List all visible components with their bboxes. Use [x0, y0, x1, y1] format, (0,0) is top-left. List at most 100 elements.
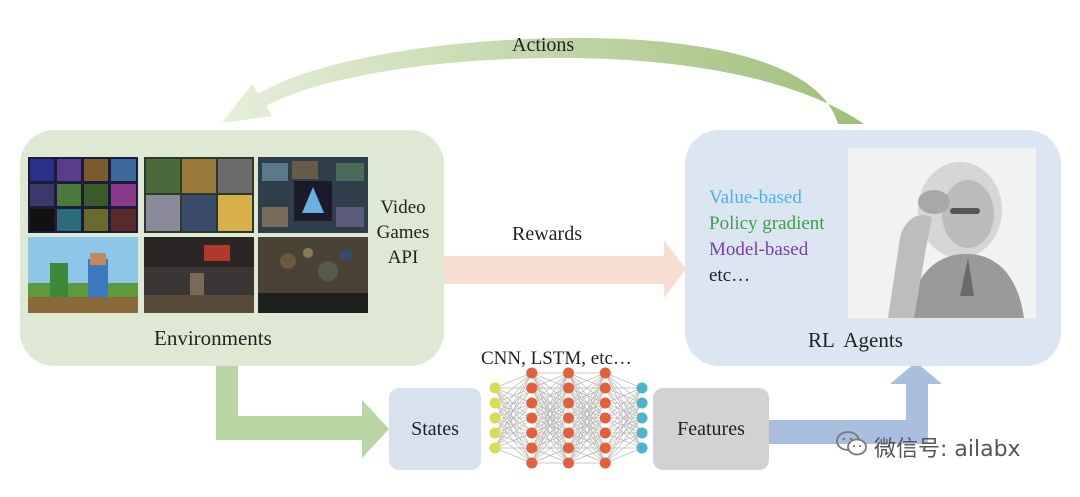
network-edge	[531, 417, 569, 464]
network-edge	[605, 372, 643, 389]
network-edge	[494, 372, 532, 389]
network-node	[599, 457, 611, 469]
network-node	[526, 442, 538, 454]
network-node	[599, 412, 611, 424]
game-screens-image	[144, 157, 254, 233]
actions-label: Actions	[512, 34, 575, 56]
features-box: Features	[653, 388, 769, 470]
network-edge	[568, 372, 606, 404]
network-edge	[604, 387, 643, 434]
network-node	[599, 367, 611, 379]
network-edge	[531, 432, 569, 464]
network-label: CNN, LSTM, etc…	[481, 348, 632, 369]
doom-image	[144, 237, 254, 313]
algorithm-value-based: Value-based	[709, 187, 802, 208]
network-node	[526, 457, 538, 469]
network-node	[489, 412, 501, 424]
network-node	[489, 427, 501, 439]
network-edge	[494, 387, 533, 449]
rewards-arrow	[444, 240, 686, 298]
network-edge	[531, 372, 569, 449]
network-edge	[531, 372, 569, 389]
network-edge	[604, 387, 643, 464]
api-line: Games	[376, 222, 430, 243]
api-line: API	[387, 247, 419, 268]
network-node	[563, 412, 574, 424]
network-edge	[568, 402, 606, 464]
network-node	[599, 382, 611, 394]
network-edge	[568, 387, 606, 464]
network-edge	[531, 372, 569, 434]
network-edge	[604, 387, 643, 449]
network-node	[636, 397, 648, 409]
network-edge	[494, 447, 532, 464]
network-edge	[531, 387, 569, 464]
network-node	[563, 442, 574, 454]
wechat-icon	[836, 430, 868, 464]
game-collage-image	[258, 157, 368, 233]
watermark-text: 微信号: ailabx	[874, 437, 1021, 462]
network-edge	[531, 372, 569, 464]
network-edge	[568, 372, 606, 449]
network-edge	[605, 387, 643, 419]
network-edge	[494, 417, 532, 449]
network-node	[489, 442, 501, 454]
network-edge	[568, 417, 606, 464]
network-edge	[568, 447, 606, 464]
states-box: States	[389, 388, 481, 470]
network-edge	[494, 372, 532, 404]
network-edge	[531, 402, 569, 464]
network-node	[489, 382, 501, 394]
network-node	[563, 397, 574, 409]
network-edge	[531, 372, 569, 419]
network-node	[636, 382, 648, 394]
network-edge	[604, 417, 643, 464]
network-edge	[605, 447, 643, 464]
network-connections	[494, 372, 643, 464]
watermark: 微信号: ailabx	[836, 430, 1021, 464]
network-node	[636, 442, 648, 454]
actions-arrow	[222, 37, 864, 124]
network-node	[526, 412, 538, 424]
starcraft-image	[258, 237, 368, 313]
atari-games-image	[28, 157, 138, 233]
network-edge	[568, 372, 606, 389]
network-edge	[531, 372, 569, 404]
network-node	[489, 397, 501, 409]
states-arrow	[216, 366, 389, 458]
features-arrow	[769, 362, 942, 444]
environments-label: Environments	[154, 326, 272, 350]
network-edge	[494, 372, 533, 449]
robot-image	[848, 148, 1036, 318]
algorithm-model-based: Model-based	[709, 239, 809, 260]
algorithm-policy-gradient: Policy gradient	[709, 213, 825, 234]
network-node	[599, 397, 611, 409]
api-label: Video Games API	[372, 195, 434, 270]
rewards-label: Rewards	[512, 223, 582, 245]
network-node	[526, 367, 538, 379]
network-edge	[604, 402, 643, 464]
network-node	[563, 367, 574, 379]
network-node	[599, 442, 611, 454]
network-edge	[531, 447, 569, 464]
algorithm-etc: etc…	[709, 265, 751, 286]
network-node	[563, 427, 574, 439]
network-edge	[568, 372, 606, 434]
network-node	[526, 427, 538, 439]
network-edge	[494, 432, 532, 449]
network-edge	[605, 387, 643, 404]
network-node	[563, 382, 574, 394]
network-edge	[605, 432, 643, 464]
network-edge	[568, 372, 606, 464]
network-node	[526, 397, 538, 409]
algorithm-list: Value-based Policy gradient Model-based …	[709, 185, 825, 289]
network-nodes	[489, 367, 648, 469]
network-node	[563, 457, 574, 469]
network-node	[636, 427, 648, 439]
minecraft-image	[28, 237, 138, 313]
network-node	[636, 412, 648, 424]
network-edge	[568, 432, 606, 464]
network-edge	[494, 372, 533, 434]
network-edge	[494, 372, 533, 419]
